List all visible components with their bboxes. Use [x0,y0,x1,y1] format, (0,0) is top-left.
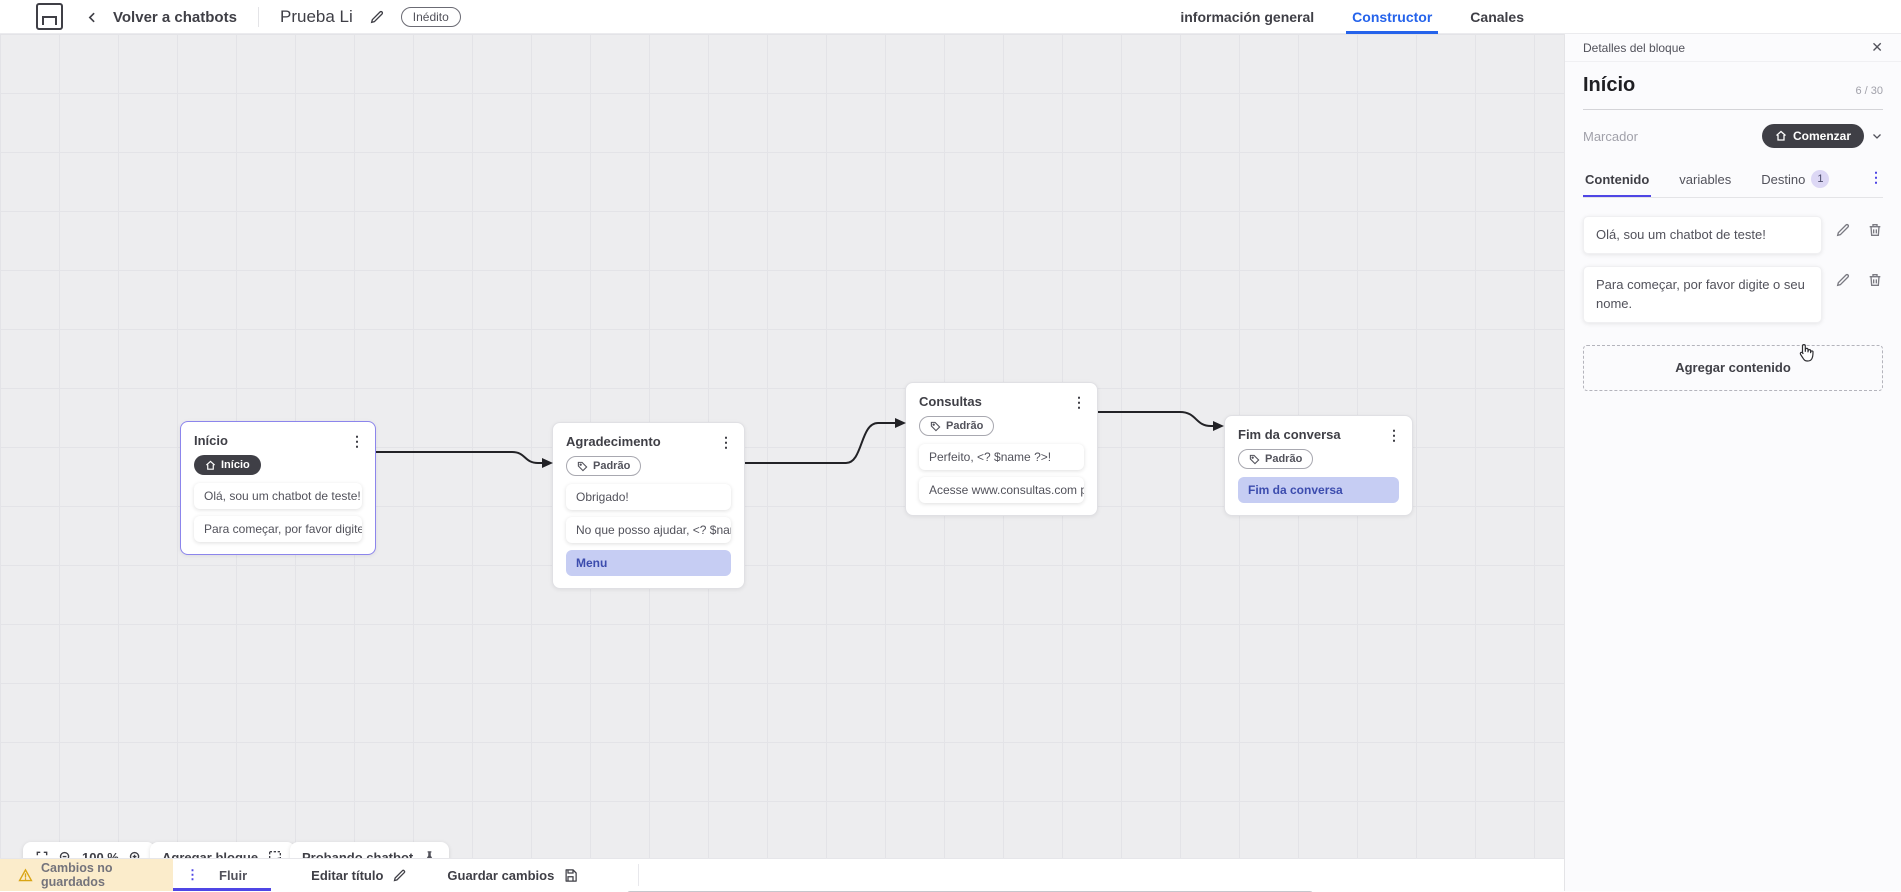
panel-kebab-icon[interactable]: ⋮ [1869,169,1883,185]
node-title: Consultas [919,394,982,409]
panel-tab-destino[interactable]: Destino 1 [1759,164,1831,197]
flow-tab-label: Fluir [219,867,248,883]
home-icon [1775,130,1787,142]
node-message[interactable]: Obrigado! [566,483,731,510]
tab-label: Contenido [1585,171,1650,187]
kebab-menu-icon[interactable]: ⋮ [1387,426,1401,443]
badge-label: Padrão [593,460,631,472]
edit-title-button[interactable]: Editar título [311,868,407,883]
marker-value: Comenzar [1792,129,1851,143]
node-fim-da-conversa[interactable]: Fim da conversa ⋮ Padrão Fim da conversa [1224,415,1413,516]
save-changes-button[interactable]: Guardar cambios [447,868,578,883]
node-inicio[interactable]: Início ⋮ Início Olá, sou um chatbot de t… [180,421,376,555]
fullscreen-icon[interactable] [35,850,49,864]
bottom-bar: Cambios no guardados ⋮ Fluir Editar títu… [0,858,1564,891]
chevron-down-icon [1871,130,1883,142]
panel-title: Detalles del bloque [1583,40,1686,55]
topbar-divider [258,7,259,27]
bottom-bar-divider [638,864,640,886]
default-badge: Padrão [1238,449,1314,469]
trash-icon[interactable] [1867,272,1883,288]
node-menu-row[interactable]: Menu [566,549,731,576]
badge-label: Padrão [1265,453,1303,465]
flow-canvas[interactable]: Início ⋮ Início Olá, sou um chatbot de t… [0,34,1564,892]
tab-canales[interactable]: Canales [1470,9,1524,25]
node-message[interactable]: No que posso ajudar, <? $name ... [566,516,731,543]
app-logo[interactable] [36,3,63,30]
node-message[interactable]: Acesse www.consultas.com par... [919,476,1084,503]
tab-constructor[interactable]: Constructor [1346,0,1439,34]
tag-icon [577,461,588,472]
pencil-icon [392,868,407,883]
badge-label: Padrão [946,420,984,432]
close-icon[interactable]: ✕ [1871,39,1883,55]
top-bar: Volver a chatbots Prueba Li Inédito info… [0,0,1901,34]
flow-tab-kebab-icon[interactable]: ⋮ [186,867,199,882]
start-badge: Início [194,455,261,475]
kebab-menu-icon[interactable]: ⋮ [1072,393,1086,410]
trash-icon[interactable] [1867,222,1883,238]
panel-tab-contenido[interactable]: Contenido [1583,166,1652,197]
tab-label: variables [1679,171,1732,187]
save-changes-label: Guardar cambios [447,867,555,883]
flow-tab[interactable]: ⋮ Fluir [173,859,272,891]
edit-title-label: Editar título [311,867,384,883]
marker-select[interactable]: Comenzar [1761,124,1883,148]
back-to-chatbots[interactable]: Volver a chatbots [86,0,237,34]
edit-icon[interactable] [1835,222,1851,238]
node-message[interactable]: Perfeito, <? $name ?>! [919,443,1084,470]
node-end-row[interactable]: Fim da conversa [1238,476,1399,503]
destination-count-badge: 1 [1811,170,1830,188]
status-badge: Inédito [400,7,461,27]
default-badge: Padrão [919,416,995,436]
edit-title-icon[interactable] [369,9,385,25]
back-label: Volver a chatbots [113,8,237,26]
chevron-left-icon [86,11,99,24]
content-message[interactable]: Para começar, por favor digite o seu nom… [1583,265,1822,323]
node-message[interactable]: Para começar, por favor digite o ... [194,515,362,542]
chatbot-title: Prueba Li [280,7,353,26]
tag-icon [930,421,941,432]
warning-icon [18,867,33,883]
tab-informacion-general[interactable]: información general [1180,9,1315,25]
badge-label: Início [221,459,250,471]
marker-label: Marcador [1583,128,1638,144]
home-icon [205,460,216,471]
node-message[interactable]: Olá, sou um chatbot de teste! [194,482,362,509]
warning-label: Cambios no guardados [41,861,113,889]
block-details-panel: Detalles del bloque ✕ Início 6 / 30 Marc… [1564,34,1901,891]
node-title: Agradecimento [566,434,661,449]
char-counter: 6 / 30 [1855,85,1883,97]
tab-label: Destino [1761,171,1806,187]
unsaved-changes-warning: Cambios no guardados [0,859,173,891]
kebab-menu-icon[interactable]: ⋮ [350,432,364,449]
node-agradecimento[interactable]: Agradecimento ⋮ Padrão Obrigado! No que … [552,422,745,589]
block-name-input[interactable]: Início [1583,74,1636,96]
panel-tab-variables[interactable]: variables [1677,166,1733,196]
logo-glyph [42,16,57,25]
default-badge: Padrão [566,456,642,476]
kebab-menu-icon[interactable]: ⋮ [719,433,733,450]
tag-icon [1249,454,1260,465]
node-consultas[interactable]: Consultas ⋮ Padrão Perfeito, <? $name ?>… [905,382,1098,516]
node-title: Início [194,433,228,448]
mouse-cursor [1795,343,1817,372]
node-title: Fim da conversa [1238,427,1341,442]
save-icon [563,868,578,883]
edit-icon[interactable] [1835,272,1851,288]
add-content-button[interactable]: Agregar contenido [1583,344,1883,391]
content-message[interactable]: Olá, sou um chatbot de teste! [1583,216,1822,254]
